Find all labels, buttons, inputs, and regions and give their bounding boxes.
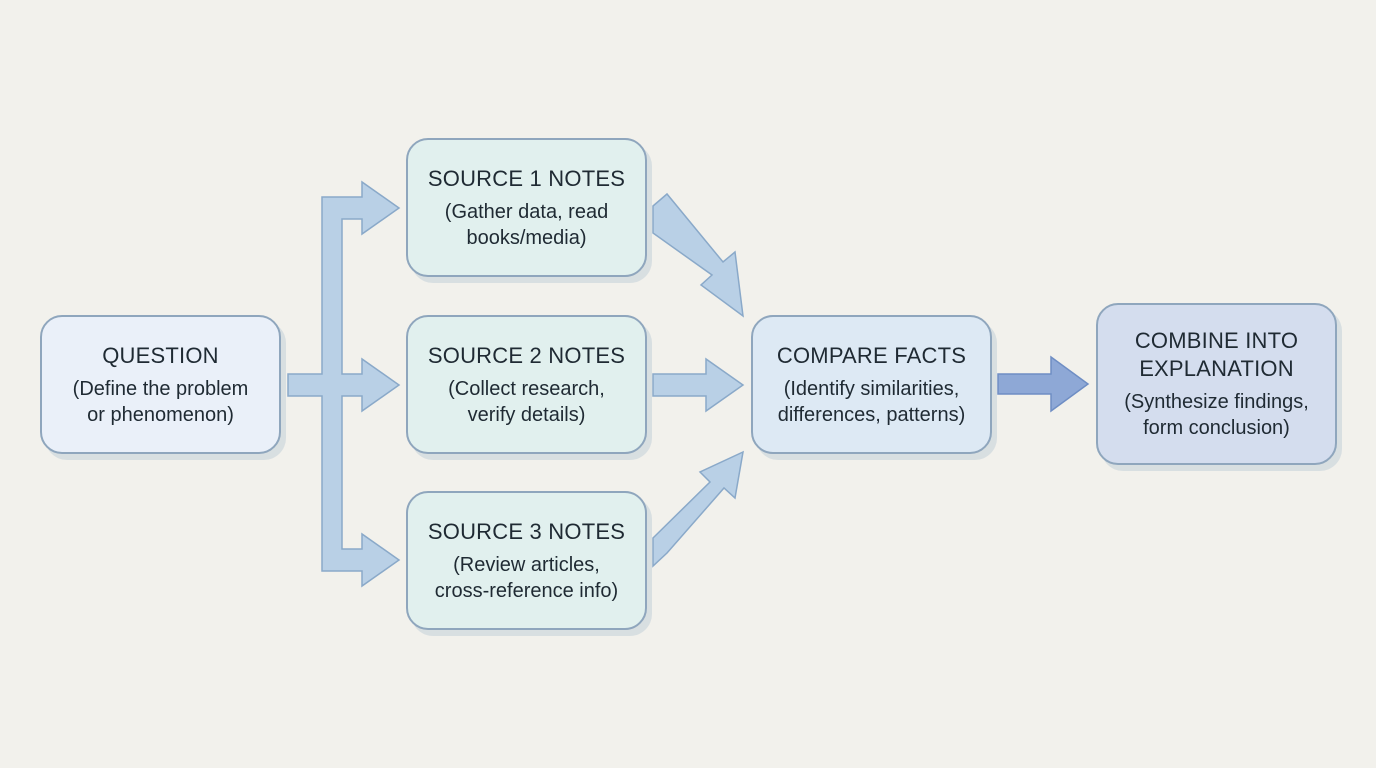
node-combine-desc: (Synthesize findings, form conclusion) [1124,391,1309,439]
node-source3-title: SOURCE 3 NOTES [427,518,626,544]
node-source1-title: SOURCE 1 NOTES [427,165,626,191]
node-source2-title: SOURCE 2 NOTES [427,342,626,368]
edge-source1-to-compare [652,192,744,318]
edge-question-to-sources [287,180,401,588]
node-question: QUESTION (Define the problem or phenomen… [40,315,281,454]
edge-source3-to-compare [652,450,744,568]
node-compare-title: COMPARE FACTS [776,342,967,368]
node-compare-desc: (Identify similarities, differences, pat… [777,377,966,426]
node-source2-desc: (Collect research, verify details) [448,377,605,426]
node-question-desc: (Define the problem or phenomenon) [72,377,249,426]
node-combine: COMBINE INTO EXPLANATION (Synthesize fin… [1096,303,1337,465]
node-combine-title: COMBINE INTO EXPLANATION [1134,328,1299,381]
node-source2: SOURCE 2 NOTES (Collect research, verify… [406,315,647,454]
edge-compare-to-combine [997,355,1090,413]
node-source1-desc: (Gather data, read books/media) [444,200,609,249]
node-source3: SOURCE 3 NOTES (Review articles, cross-r… [406,491,647,630]
edge-source2-to-compare [652,357,745,413]
node-compare: COMPARE FACTS (Identify similarities, di… [751,315,992,454]
node-source1: SOURCE 1 NOTES (Gather data, read books/… [406,138,647,277]
node-question-title: QUESTION [102,342,219,368]
node-source3-desc: (Review articles, cross-reference info) [434,553,619,602]
